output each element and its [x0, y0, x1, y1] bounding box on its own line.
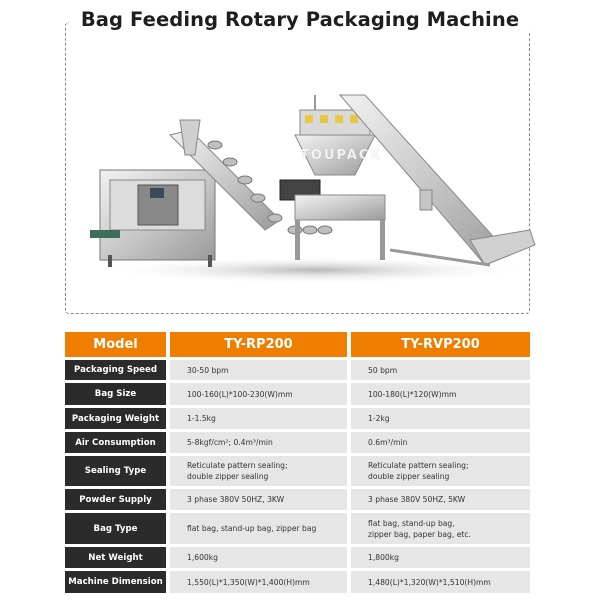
- rp200-value: Reticulate pattern sealing; double zipper…: [170, 456, 347, 486]
- rvp200-value: 0.6m³/min: [351, 432, 530, 453]
- rvp200-value: Reticulate pattern sealing; double zipper…: [351, 456, 530, 486]
- header-row: Model TY-RP200 TY-RVP200: [65, 332, 530, 357]
- rp200-value: 5-8kgf/cm²; 0.4m³/min: [170, 432, 347, 453]
- spec-table: Model TY-RP200 TY-RVP200 Packaging Speed…: [61, 329, 534, 596]
- rvp200-value: 1-2kg: [351, 408, 530, 429]
- rvp200-value: 1,800kg: [351, 547, 530, 568]
- rp200-value: 100-160(L)*100-230(W)mm: [170, 383, 347, 405]
- row-label: Powder Supply: [65, 489, 166, 510]
- table-row: Net Weight 1,600kg 1,800kg: [65, 547, 530, 568]
- machine-image: [90, 94, 536, 284]
- watermark: TOUPACK: [300, 148, 383, 163]
- value-line: zipper bag, paper bag, etc.: [368, 529, 471, 539]
- table-row: Powder Supply 3 phase 380V 50HZ, 3KW 3 p…: [65, 489, 530, 510]
- value-line: Reticulate pattern sealing;: [368, 461, 469, 470]
- row-label: Air Consumption: [65, 432, 166, 453]
- value-line: flat bag, stand-up bag,: [368, 518, 455, 528]
- row-label: Packaging Weight: [65, 408, 166, 429]
- rvp200-value: flat bag, stand-up bag,zipper bag, paper…: [351, 513, 530, 544]
- title-text: Bag Feeding Rotary Packaging Machine: [68, 8, 532, 31]
- table-row: Machine Dimension 1,550(L)*1,350(W)*1,40…: [65, 571, 530, 593]
- table-row: Sealing Type Reticulate pattern sealing;…: [65, 456, 530, 486]
- table-row: Air Consumption 5-8kgf/cm²; 0.4m³/min 0.…: [65, 432, 530, 453]
- value-line: Reticulate pattern sealing;: [187, 461, 288, 470]
- row-label: Sealing Type: [65, 456, 166, 486]
- rp200-value: 3 phase 380V 50HZ, 3KW: [170, 489, 347, 510]
- rp200-value: flat bag, stand-up bag, zipper bag: [170, 513, 347, 544]
- table-row: Packaging Weight 1-1.5kg 1-2kg: [65, 408, 530, 429]
- table-row: Bag Size 100-160(L)*100-230(W)mm 100-180…: [65, 383, 530, 405]
- rp200-value: 1,600kg: [170, 547, 347, 568]
- table-row: Packaging Speed 30-50 bpm 50 bpm: [65, 360, 530, 380]
- page-title: Bag Feeding Rotary Packaging Machine: [0, 8, 600, 31]
- value-line: double zipper sealing: [368, 472, 450, 481]
- rvp200-value: 3 phase 380V 50HZ, 5KW: [351, 489, 530, 510]
- rvp200-value: 1,480(L)*1,320(W)*1,510(H)mm: [351, 571, 530, 593]
- header-model: Model: [65, 332, 166, 357]
- rvp200-value: 50 bpm: [351, 360, 530, 380]
- header-ty-rvp200: TY-RVP200: [351, 332, 530, 357]
- rp200-value: 1-1.5kg: [170, 408, 347, 429]
- table-row: Bag Type flat bag, stand-up bag, zipper …: [65, 513, 530, 544]
- rp200-value: 30-50 bpm: [170, 360, 347, 380]
- row-label: Net Weight: [65, 547, 166, 568]
- row-label: Machine Dimension: [65, 571, 166, 593]
- row-label: Packaging Speed: [65, 360, 166, 380]
- rp200-value: 1,550(L)*1,350(W)*1,400(H)mm: [170, 571, 347, 593]
- value-line: double zipper sealing: [187, 472, 269, 481]
- row-label: Bag Type: [65, 513, 166, 544]
- row-label: Bag Size: [65, 383, 166, 405]
- header-ty-rp200: TY-RP200: [170, 332, 347, 357]
- rvp200-value: 100-180(L)*120(W)mm: [351, 383, 530, 405]
